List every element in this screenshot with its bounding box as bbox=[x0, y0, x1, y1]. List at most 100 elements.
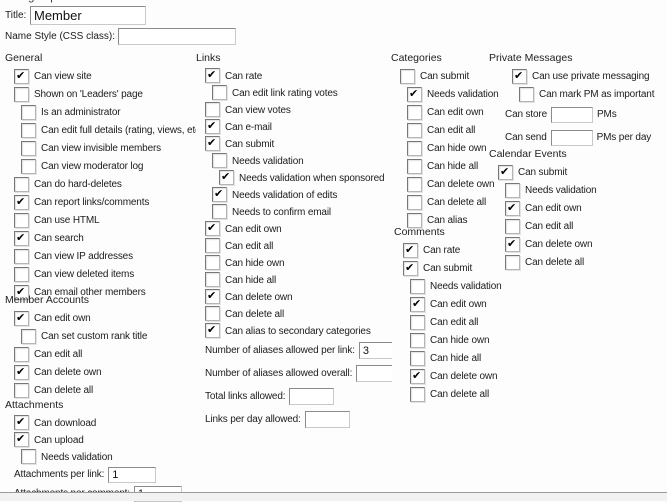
checkbox[interactable] bbox=[519, 86, 534, 102]
checkbox[interactable] bbox=[212, 187, 227, 202]
checkbox-label: Can email other members bbox=[34, 287, 146, 298]
checkbox[interactable] bbox=[205, 238, 220, 253]
checkbox[interactable] bbox=[407, 194, 422, 210]
checkbox[interactable] bbox=[14, 248, 29, 264]
checkbox[interactable] bbox=[205, 323, 220, 338]
checkbox-label: Can submit bbox=[423, 263, 473, 274]
checkbox[interactable] bbox=[212, 85, 227, 100]
checkbox[interactable] bbox=[410, 368, 425, 384]
checkbox[interactable] bbox=[14, 432, 29, 447]
text-input[interactable] bbox=[289, 388, 335, 405]
checkbox-label: Can edit all bbox=[525, 221, 574, 232]
checkbox-label: Can view site bbox=[34, 71, 92, 82]
checkbox-label: Can edit own bbox=[430, 299, 487, 310]
checkbox[interactable] bbox=[512, 68, 527, 84]
checkbox[interactable] bbox=[498, 164, 513, 180]
checkbox-row: Needs to confirm email bbox=[196, 203, 392, 220]
checkbox[interactable] bbox=[14, 68, 29, 84]
checkbox[interactable] bbox=[505, 200, 520, 216]
checkbox[interactable] bbox=[21, 449, 36, 464]
checkbox[interactable] bbox=[14, 382, 29, 398]
name-style-field-label: Name Style (CSS class): bbox=[5, 31, 116, 42]
text-input[interactable] bbox=[358, 342, 392, 359]
checkbox[interactable] bbox=[407, 212, 422, 228]
checkbox[interactable] bbox=[407, 86, 422, 102]
checkbox-row: Can hide own bbox=[196, 254, 392, 271]
checkbox[interactable] bbox=[410, 350, 425, 366]
checkbox[interactable] bbox=[14, 266, 29, 282]
checkbox[interactable] bbox=[205, 68, 220, 83]
checkbox[interactable] bbox=[205, 119, 220, 134]
checkbox[interactable] bbox=[14, 176, 29, 192]
checkbox[interactable] bbox=[410, 332, 425, 348]
checkbox[interactable] bbox=[212, 153, 227, 168]
checkbox[interactable] bbox=[205, 289, 220, 304]
checkbox[interactable] bbox=[410, 386, 425, 402]
checkbox[interactable] bbox=[21, 328, 36, 344]
text-input[interactable] bbox=[304, 411, 350, 428]
title-input[interactable] bbox=[30, 6, 146, 25]
input-row: Number of aliases allowed per link: bbox=[196, 339, 392, 362]
checkbox[interactable] bbox=[205, 102, 220, 117]
checkbox[interactable] bbox=[14, 415, 29, 430]
checkbox[interactable] bbox=[505, 218, 520, 234]
checkbox[interactable] bbox=[14, 310, 29, 326]
checkbox-label: Can delete own bbox=[430, 371, 498, 382]
checkbox[interactable] bbox=[14, 86, 29, 102]
checkbox[interactable] bbox=[410, 314, 425, 330]
checkbox[interactable] bbox=[219, 170, 234, 185]
checkbox[interactable] bbox=[14, 230, 29, 246]
checkbox[interactable] bbox=[21, 122, 36, 138]
checkbox[interactable] bbox=[205, 272, 220, 287]
checkbox[interactable] bbox=[212, 204, 227, 219]
checkbox[interactable] bbox=[407, 104, 422, 120]
checkbox-label: Can view deleted items bbox=[34, 269, 135, 280]
checkbox[interactable] bbox=[400, 68, 415, 84]
text-input[interactable] bbox=[356, 365, 392, 382]
checkbox[interactable] bbox=[14, 194, 29, 210]
checkbox-row: Can mark PM as important bbox=[489, 85, 654, 103]
checkbox-row: Can upload bbox=[5, 431, 182, 448]
checkbox[interactable] bbox=[14, 284, 29, 300]
checkbox-row: Can edit own bbox=[489, 199, 597, 217]
checkbox-row: Can hide all bbox=[196, 271, 392, 288]
checkbox-row: Can view moderator log bbox=[5, 157, 196, 175]
checkbox[interactable] bbox=[505, 182, 520, 198]
usergroup-title-text: Usergroup #2 bbox=[5, 0, 72, 3]
checkbox[interactable] bbox=[205, 306, 220, 321]
checkbox[interactable] bbox=[21, 158, 36, 174]
checkbox-label: Needs validation of edits bbox=[232, 189, 338, 201]
checkbox[interactable] bbox=[14, 346, 29, 362]
checkbox[interactable] bbox=[407, 158, 422, 174]
checkbox-row: Can view site bbox=[5, 67, 196, 85]
checkbox[interactable] bbox=[205, 221, 220, 236]
checkbox[interactable] bbox=[14, 364, 29, 380]
text-input[interactable] bbox=[551, 106, 594, 123]
checkbox[interactable] bbox=[505, 254, 520, 270]
text-input[interactable] bbox=[550, 129, 593, 146]
checkbox[interactable] bbox=[14, 212, 29, 228]
checkbox[interactable] bbox=[21, 140, 36, 156]
checkbox[interactable] bbox=[403, 260, 418, 276]
checkbox[interactable] bbox=[410, 278, 425, 294]
checkbox[interactable] bbox=[407, 140, 422, 156]
checkbox[interactable] bbox=[205, 136, 220, 151]
name-style-input[interactable] bbox=[118, 28, 237, 45]
checkbox[interactable] bbox=[21, 104, 36, 120]
checkbox-row: Can delete own bbox=[5, 363, 147, 381]
checkbox[interactable] bbox=[410, 296, 425, 312]
checkbox-row: Can hide own bbox=[394, 331, 502, 349]
checkbox-label: Can search bbox=[34, 233, 84, 244]
checkbox-row: Can email other members bbox=[5, 283, 196, 301]
section-heading: Calendar Events bbox=[489, 148, 567, 160]
checkbox[interactable] bbox=[205, 255, 220, 270]
checkbox[interactable] bbox=[407, 176, 422, 192]
checkbox[interactable] bbox=[403, 242, 418, 258]
checkbox-label: Can mark PM as important bbox=[539, 89, 655, 100]
checkbox[interactable] bbox=[505, 236, 520, 252]
checkbox[interactable] bbox=[407, 122, 422, 138]
input-row: Attachments per link: bbox=[5, 465, 182, 484]
text-input[interactable] bbox=[108, 466, 157, 483]
